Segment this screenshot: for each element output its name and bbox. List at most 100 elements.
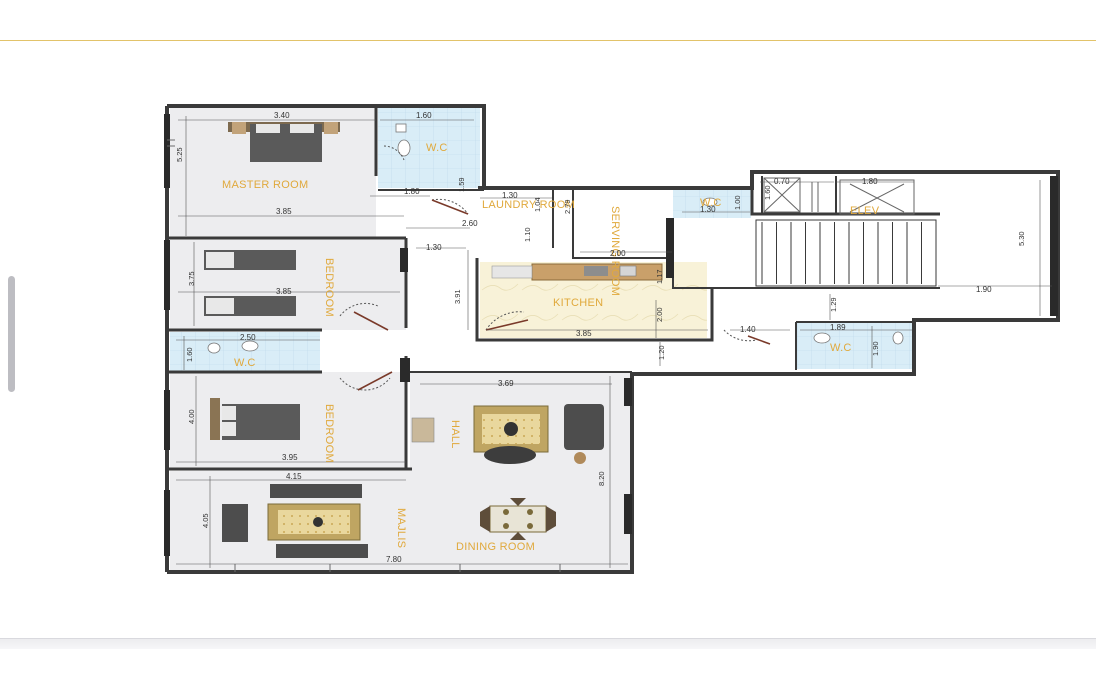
door-leaf xyxy=(431,199,469,215)
stair-steps xyxy=(761,222,922,284)
dim-passage-side: 3.91 xyxy=(453,289,462,304)
dim-laundry-top: 1.30 xyxy=(502,191,518,200)
label-dining-room: DINING ROOM xyxy=(456,541,535,553)
label-laundry-room: LAUNDRY ROOM xyxy=(482,199,575,211)
dim-wc-master-side: 1.59 xyxy=(457,177,466,192)
dim-wc-small-side: 1.00 xyxy=(733,195,742,210)
windows xyxy=(167,139,561,572)
hall-sofa-icon xyxy=(411,404,604,464)
window xyxy=(167,139,175,147)
dim-stair-side: 5.30 xyxy=(1017,231,1026,246)
master-bed-icon xyxy=(228,122,340,162)
dimension-labels: 3.40 5.25 1.80 3.85 1.60 1.59 1.30 1.04 … xyxy=(175,111,1026,564)
dim-corridor: 2.60 xyxy=(462,219,478,228)
label-majlis: MAJLIS xyxy=(395,508,407,548)
dim-hall-side: 8.20 xyxy=(597,471,606,486)
label-elev: ELEV xyxy=(850,205,880,217)
window xyxy=(234,564,331,572)
bottom-toolbar xyxy=(0,638,1096,649)
toilet-icon xyxy=(207,123,904,354)
dim-laundry-side: 1.04 xyxy=(533,197,542,212)
column xyxy=(164,114,170,188)
door-arc xyxy=(485,311,525,331)
dim-wc-master-top: 1.60 xyxy=(416,111,432,120)
door-arc xyxy=(339,302,379,317)
wall-elev xyxy=(761,176,837,214)
column xyxy=(164,240,170,310)
door-leaf xyxy=(485,319,529,331)
dimension-lines xyxy=(176,116,1052,568)
dining-table-icon xyxy=(480,498,556,540)
shaft-cross xyxy=(763,177,801,213)
door-leaf xyxy=(353,311,389,331)
label-wc-left: W.C xyxy=(234,357,256,369)
column xyxy=(164,390,170,450)
walls xyxy=(165,104,1060,574)
dim-corridor-side: 1.10 xyxy=(523,227,532,242)
dim-majlis-side: 4.05 xyxy=(201,513,210,528)
dim-stair-bottom: 1.90 xyxy=(976,285,992,294)
dim-wc-left-top: 2.50 xyxy=(240,333,256,342)
fridge-icon xyxy=(491,265,533,279)
label-hall: HALL xyxy=(449,420,461,449)
dim-serving-bottom: 2.00 xyxy=(610,249,626,258)
dim-corr-right: 1.40 xyxy=(740,325,756,334)
sink-icon xyxy=(619,265,637,277)
dim-wc-left-side: 1.60 xyxy=(185,347,194,362)
column xyxy=(1050,176,1058,316)
elevator-cross xyxy=(849,183,905,213)
stair-run xyxy=(755,219,937,287)
scroll-handle[interactable] xyxy=(8,276,15,392)
dim-master-door: 1.80 xyxy=(404,187,420,196)
label-kitchen: KITCHEN xyxy=(553,297,603,309)
dim-wc-right-top: 1.89 xyxy=(830,323,846,332)
door-arc xyxy=(383,145,405,161)
shaft-rail xyxy=(811,182,819,212)
column xyxy=(624,494,632,534)
dim-majlis-top: 4.15 xyxy=(286,472,302,481)
wc-right-floor xyxy=(796,323,914,369)
dim-bed2-side: 4.00 xyxy=(187,409,196,424)
label-serving-room: SERVING ROOM xyxy=(609,206,621,296)
door-arc xyxy=(431,198,469,215)
dim-hall-top: 3.69 xyxy=(498,379,514,388)
label-wc-small: W.C xyxy=(700,197,722,209)
dim-master-top: 3.40 xyxy=(274,111,290,120)
dim-bed2-bottom: 3.95 xyxy=(282,453,298,462)
dim-total-bottom: 7.80 xyxy=(386,555,402,564)
label-wc-master: W.C xyxy=(426,142,448,154)
dim-corridor-130: 1.30 xyxy=(426,243,442,252)
dim-wc-right-side: 1.90 xyxy=(871,341,880,356)
dim-elev-side: 1.60 xyxy=(763,185,772,200)
column xyxy=(164,490,170,556)
column xyxy=(400,358,410,382)
dim-bed1-bottom: 3.85 xyxy=(276,287,292,296)
dim-bed1-side: 3.75 xyxy=(187,271,196,286)
room-labels: MASTER ROOM W.C LAUNDRY ROOM SERVING ROO… xyxy=(222,142,880,553)
header-rule xyxy=(0,40,1096,41)
label-master-room: MASTER ROOM xyxy=(222,179,308,191)
column xyxy=(624,378,632,406)
laundry-floor xyxy=(478,190,553,222)
dim-wc-small-bottom: 1.30 xyxy=(700,205,716,214)
dim-kitchen-bottom: 3.85 xyxy=(576,329,592,338)
dim-corr-right-lower: 1.20 xyxy=(657,345,666,360)
door-swings xyxy=(339,145,771,391)
wall-columns xyxy=(164,114,1058,556)
wall-serving xyxy=(572,190,673,259)
wall-kitchen xyxy=(475,258,714,342)
dim-elev-w: 1.80 xyxy=(862,177,878,186)
tv-unit-icon xyxy=(411,417,435,443)
door-arc xyxy=(723,329,757,342)
column xyxy=(400,248,408,272)
dim-master-bottom: 3.85 xyxy=(276,207,292,216)
wc-left-floor xyxy=(170,332,320,372)
bed-icon xyxy=(210,398,300,440)
door-arc xyxy=(339,377,391,391)
dim-corr-right-side: 1.29 xyxy=(829,297,838,312)
dim-kitchen-side: 2.00 xyxy=(655,307,664,322)
label-bedroom-1: BEDROOM xyxy=(323,258,335,317)
shaft-left xyxy=(763,177,801,213)
kitchen-counter xyxy=(491,263,663,281)
